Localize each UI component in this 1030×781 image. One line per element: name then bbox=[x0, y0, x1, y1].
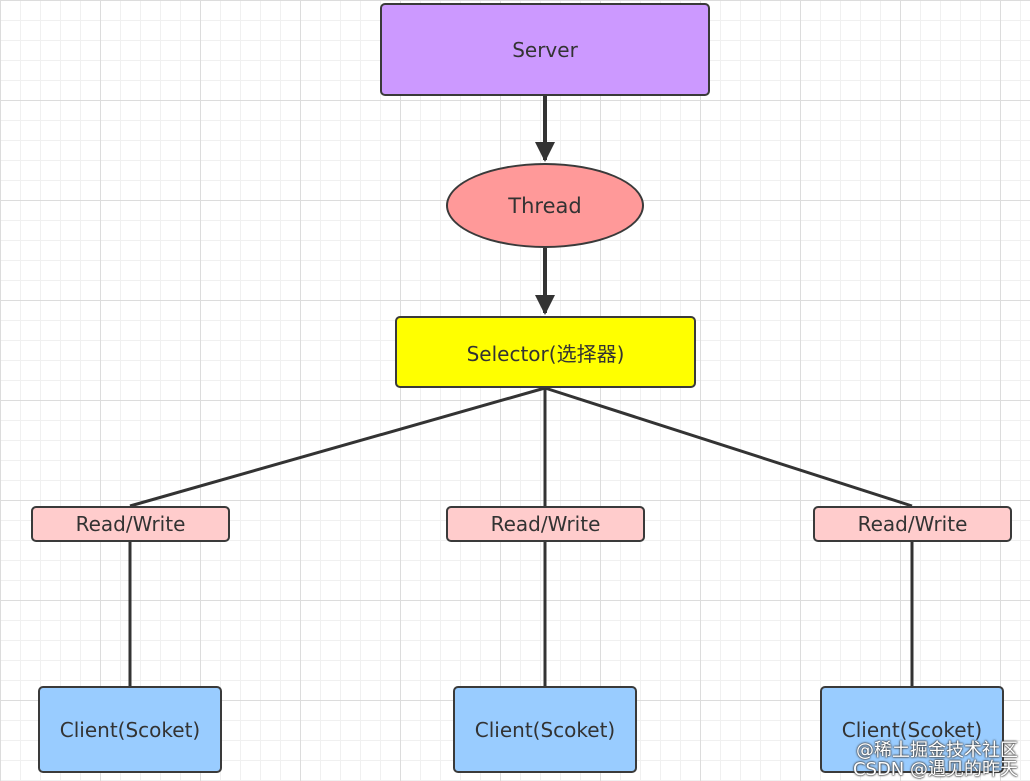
read-write-node-mid[interactable]: Read/Write bbox=[446, 506, 645, 542]
read-write-node-left[interactable]: Read/Write bbox=[31, 506, 230, 542]
selector-label: Selector(选择器) bbox=[466, 341, 625, 366]
selector-node[interactable]: Selector(选择器) bbox=[395, 316, 696, 388]
edge-selector-rw-left bbox=[129, 386, 546, 508]
thread-node[interactable]: Thread bbox=[446, 163, 644, 248]
thread-label: Thread bbox=[508, 193, 582, 218]
watermark-line-2: CSDN @遇见的昨天 bbox=[852, 759, 1018, 780]
server-node[interactable]: Server bbox=[380, 3, 710, 96]
read-write-node-right[interactable]: Read/Write bbox=[813, 506, 1012, 542]
watermark-line-1: @稀土掘金技术社区 bbox=[856, 740, 1018, 761]
read-write-label: Read/Write bbox=[857, 512, 968, 536]
client-node-left[interactable]: Client(Scoket) bbox=[38, 686, 222, 773]
read-write-label: Read/Write bbox=[75, 512, 186, 536]
client-label: Client(Scoket) bbox=[59, 717, 201, 742]
client-label: Client(Scoket) bbox=[841, 717, 983, 742]
edge-selector-rw-right bbox=[544, 386, 913, 508]
client-node-right[interactable]: Client(Scoket) bbox=[820, 686, 1004, 773]
read-write-label: Read/Write bbox=[490, 512, 601, 536]
client-label: Client(Scoket) bbox=[474, 717, 616, 742]
server-label: Server bbox=[512, 37, 578, 62]
client-node-mid[interactable]: Client(Scoket) bbox=[453, 686, 637, 773]
